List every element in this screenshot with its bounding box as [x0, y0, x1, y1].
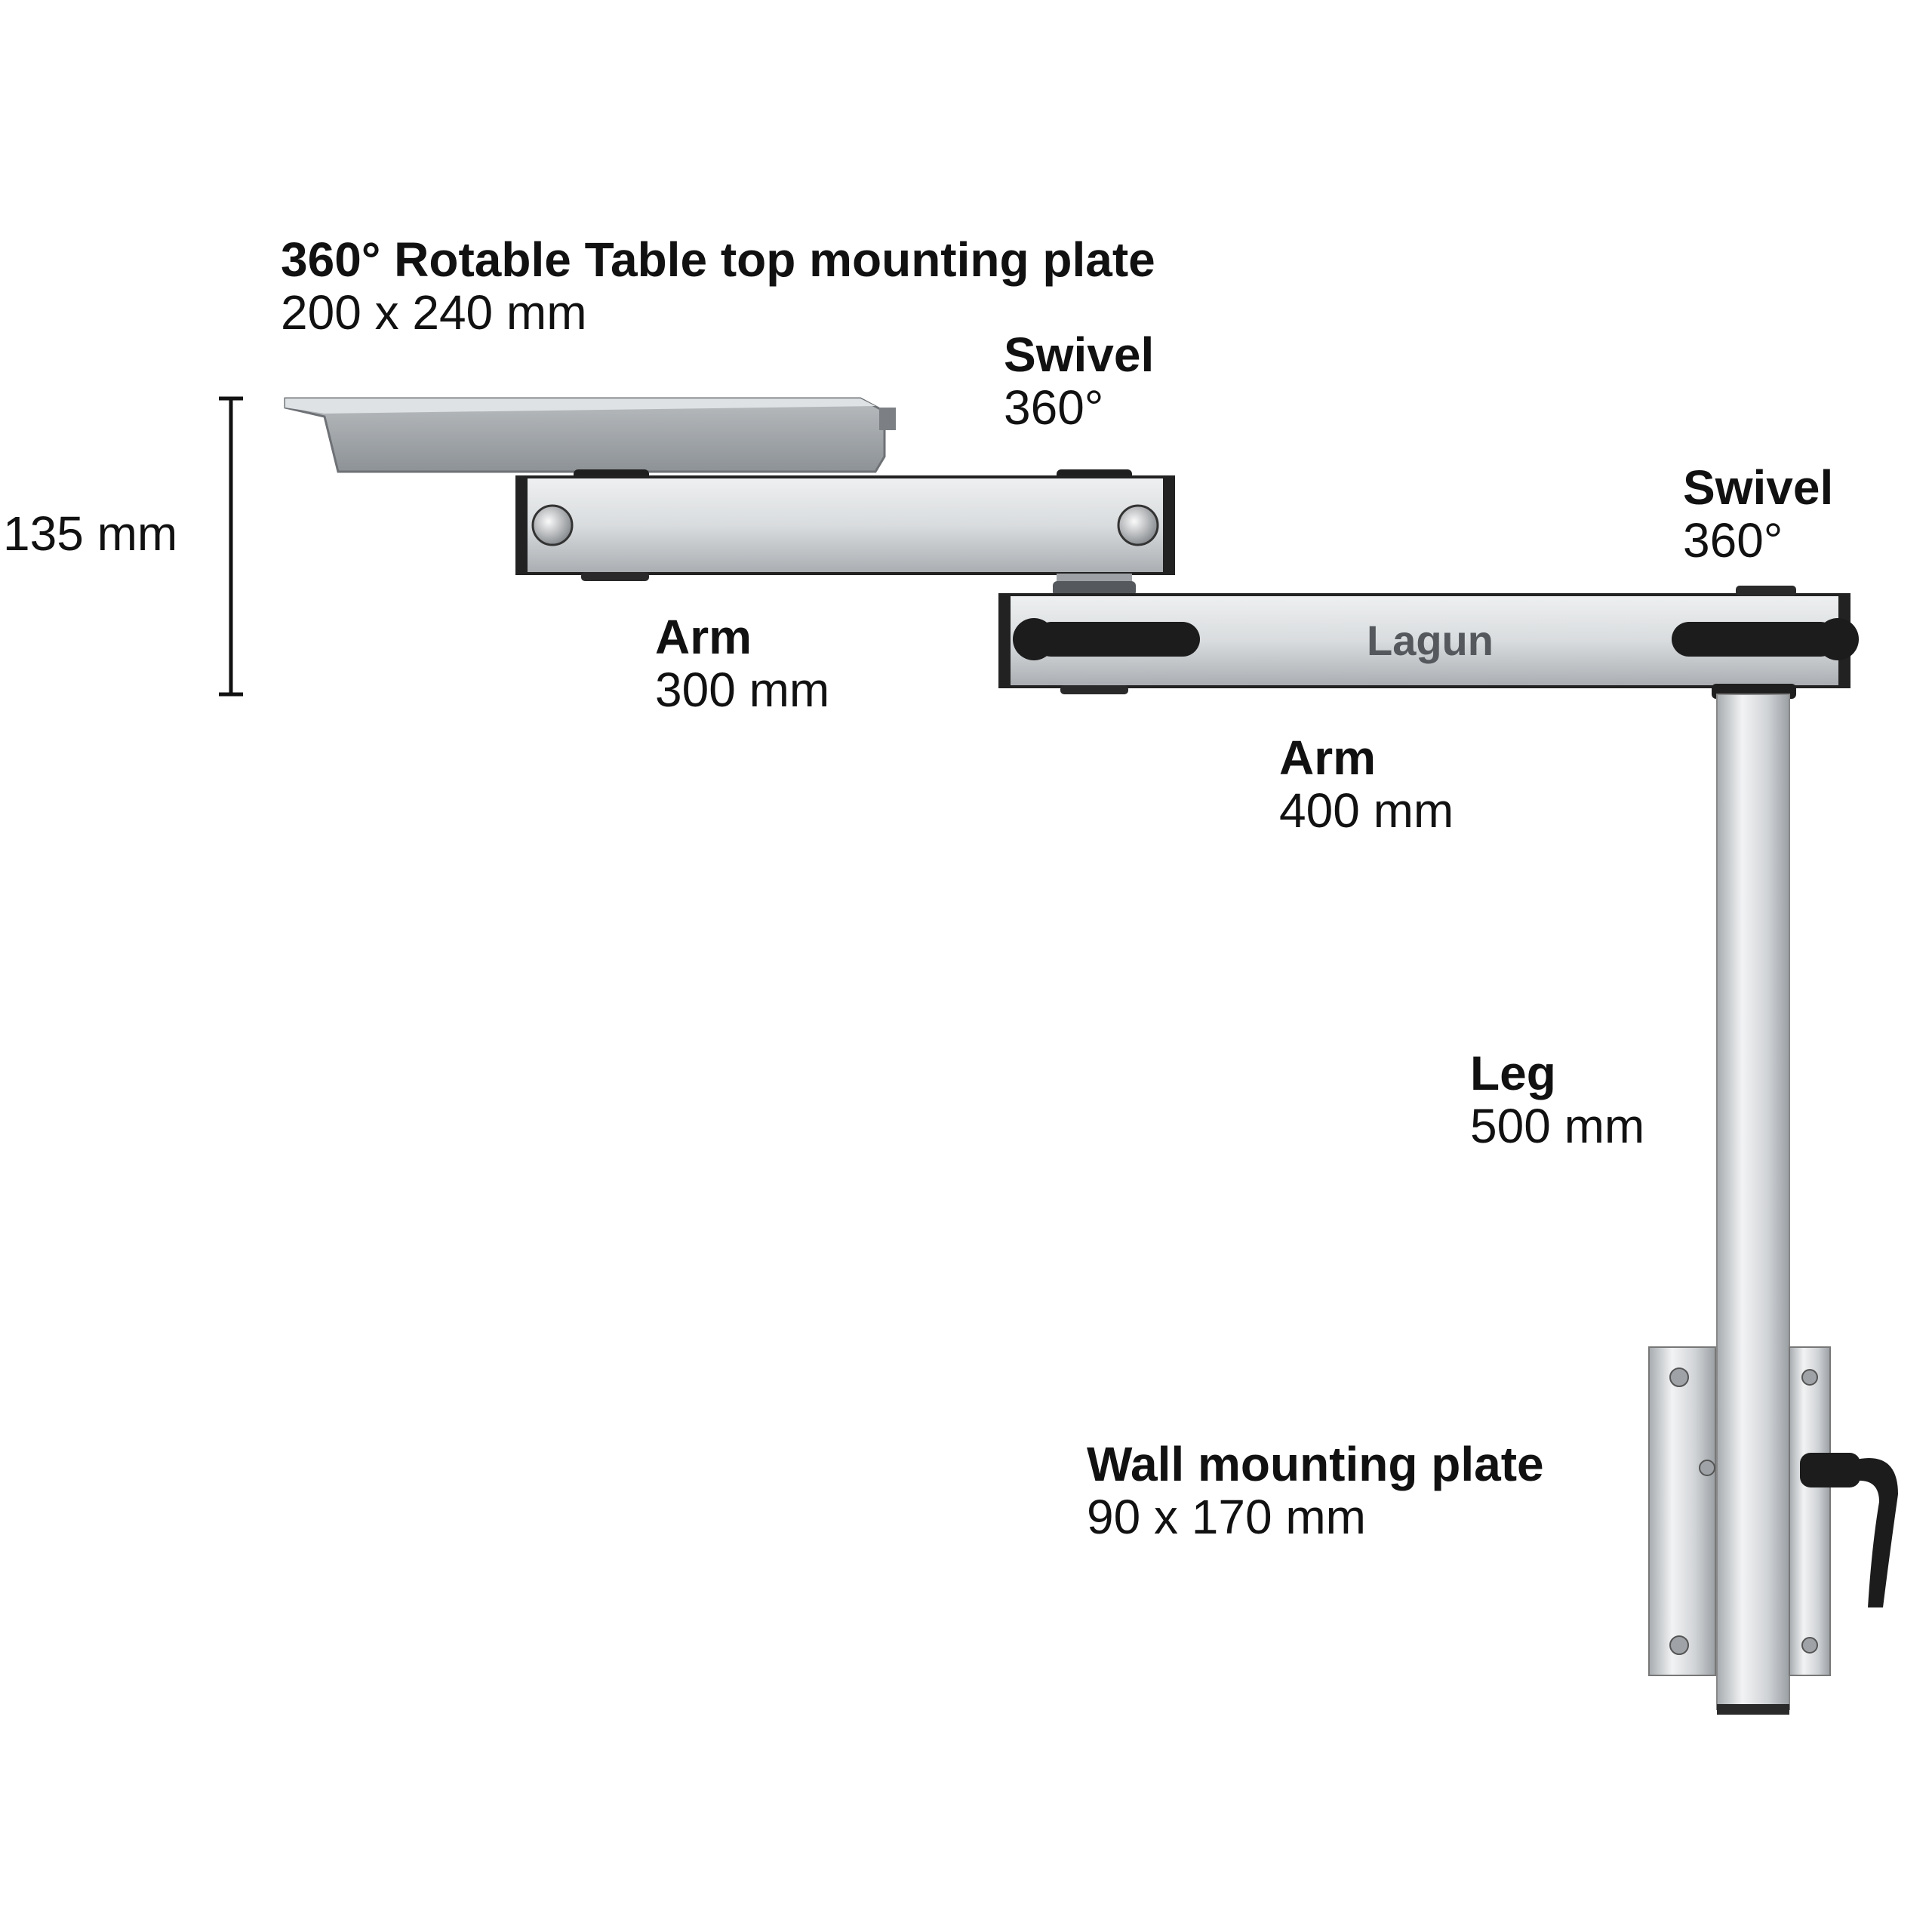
- wall-plate-clamping-lever: [1800, 1453, 1898, 1607]
- arm-300: [515, 475, 1175, 581]
- label-top-plate: 360° Rotable Table top mounting plate 20…: [281, 235, 1155, 337]
- clamping-handle-left: [1013, 618, 1200, 660]
- label-wall-plate-title: Wall mounting plate: [1087, 1437, 1544, 1491]
- label-leg-value: 500 mm: [1470, 1099, 1645, 1153]
- label-arm-300: Arm 300 mm: [655, 613, 829, 714]
- bolt-icon: [1117, 504, 1159, 546]
- label-leg: Leg 500 mm: [1470, 1049, 1644, 1150]
- clamping-handle-right: [1672, 618, 1859, 660]
- brand-logo: Lagun: [1367, 617, 1494, 664]
- label-arm-400: Arm 400 mm: [1279, 734, 1454, 835]
- table-top-mounting-plate: [284, 397, 896, 473]
- label-top-plate-value: 200 x 240 mm: [281, 285, 587, 340]
- height-dimension-value: 135 mm: [3, 506, 178, 561]
- label-swivel-1-value: 360°: [1004, 380, 1104, 435]
- label-wall-plate-value: 90 x 170 mm: [1087, 1490, 1366, 1544]
- label-swivel-2-title: Swivel: [1683, 460, 1834, 515]
- label-top-plate-title: 360° Rotable Table top mounting plate: [281, 232, 1155, 287]
- label-swivel-1: Swivel 360°: [1004, 331, 1154, 432]
- leg: [1716, 694, 1790, 1715]
- label-arm-400-title: Arm: [1279, 731, 1377, 785]
- label-swivel-2-value: 360°: [1683, 513, 1783, 568]
- wall-mounting-plate: [1648, 1346, 1831, 1676]
- label-arm-300-title: Arm: [655, 610, 752, 664]
- label-swivel-2: Swivel 360°: [1683, 463, 1833, 565]
- label-arm-400-value: 400 mm: [1279, 783, 1454, 838]
- label-arm-300-value: 300 mm: [655, 663, 830, 717]
- label-swivel-1-title: Swivel: [1004, 328, 1155, 382]
- height-dimension-line: [219, 396, 243, 697]
- bolt-icon: [531, 504, 574, 546]
- label-leg-title: Leg: [1470, 1046, 1556, 1100]
- swivel-joint-middle: [1053, 574, 1136, 596]
- label-wall-plate: Wall mounting plate 90 x 170 mm: [1087, 1440, 1544, 1541]
